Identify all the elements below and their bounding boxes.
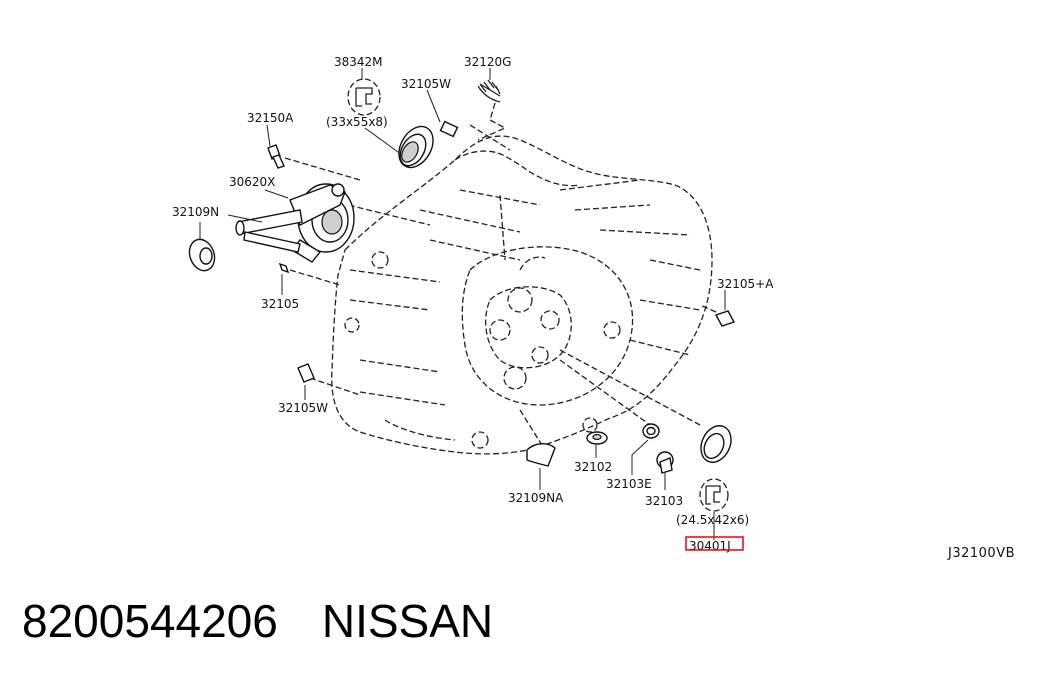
pin-32105[interactable] bbox=[278, 262, 290, 274]
highlighted-part-30401J[interactable]: 30401J bbox=[685, 536, 744, 553]
label-32103: 32103 bbox=[645, 494, 683, 508]
release-cylinder-30620X[interactable] bbox=[235, 183, 355, 263]
oil-seal-bottom[interactable] bbox=[695, 421, 736, 467]
diagram-code: J32100VB bbox=[947, 546, 1015, 561]
bolt-32150A[interactable] bbox=[267, 144, 285, 169]
bushing-32105W-top[interactable] bbox=[439, 120, 459, 138]
dowel-32105A[interactable] bbox=[714, 310, 736, 327]
label-32105: 32105 bbox=[261, 297, 299, 311]
highlight-box bbox=[685, 536, 744, 551]
label-32102: 32102 bbox=[574, 460, 612, 474]
assembly-lines bbox=[284, 102, 717, 451]
oil-seal-top[interactable] bbox=[392, 120, 440, 173]
label-32150A: 32150A bbox=[247, 111, 294, 125]
leader-lines bbox=[199, 68, 726, 540]
label-38342M: 38342M bbox=[334, 55, 383, 69]
label-30620X: 30620X bbox=[229, 175, 275, 189]
clip-38342M[interactable] bbox=[347, 78, 381, 116]
label-32105W-top: 32105W bbox=[401, 77, 451, 91]
dowel-32105W-left[interactable] bbox=[297, 363, 315, 383]
plug-32103[interactable] bbox=[656, 451, 674, 474]
label-32109NA: 32109NA bbox=[508, 491, 564, 505]
brand-name: NISSAN bbox=[321, 595, 494, 647]
boot-32109NA[interactable] bbox=[526, 443, 556, 467]
label-32103E: 32103E bbox=[606, 477, 652, 491]
label-32105A: 32105+A bbox=[717, 277, 774, 291]
dim-top-seal: (33x55x8) bbox=[326, 115, 388, 129]
clip-30401J[interactable] bbox=[699, 478, 729, 512]
part-number: 8200544206 bbox=[22, 595, 278, 647]
washer-32103E[interactable] bbox=[642, 423, 660, 439]
label-32105W-left: 32105W bbox=[278, 401, 328, 415]
nut-32102[interactable] bbox=[586, 431, 608, 445]
dim-bottom-seal: (24.5x42x6) bbox=[676, 513, 749, 527]
boot-32109N[interactable] bbox=[185, 236, 218, 274]
label-30401J: 30401J bbox=[689, 539, 731, 553]
transmission-case bbox=[331, 135, 713, 455]
spring-32120G[interactable] bbox=[477, 79, 501, 103]
label-32109N: 32109N bbox=[172, 205, 219, 219]
caption: 8200544206 NISSAN bbox=[22, 598, 493, 644]
label-32120G: 32120G bbox=[464, 55, 511, 69]
